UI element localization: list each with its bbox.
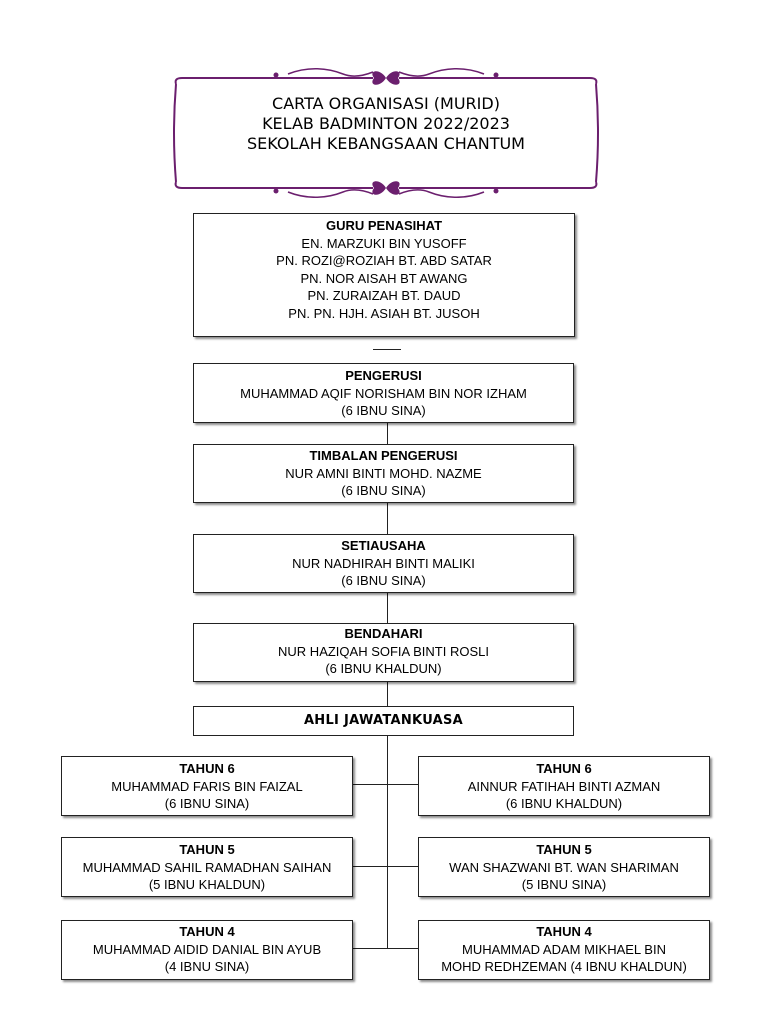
member-name: MUHAMMAD SAHIL RAMADHAN SAIHAN [82,859,332,875]
committee-member-box: TAHUN 4 MUHAMMAD AIDID DANIAL BIN AYUB (… [61,920,353,980]
committee-member-box: TAHUN 5 MUHAMMAD SAHIL RAMADHAN SAIHAN (… [61,837,353,897]
member-class: (6 IBNU SINA) [164,796,250,811]
member-name: MUHAMMAD AIDID DANIAL BIN AYUB [92,941,322,957]
advisor-name: PN. ROZI@ROZIAH BT. ABD SATAR [276,253,492,268]
committee-title: AHLI JAWATANKUASA [303,713,464,728]
member-year: TAHUN 6 [179,761,235,776]
connector-pengerusi-timbalan [387,423,388,444]
member-class: (6 IBNU KHALDUN) [505,796,623,811]
advisor-separator [373,349,401,350]
member-name: MUHAMMAD ADAM MIKHAEL BIN [462,941,666,957]
officer-class: (6 IBNU SINA) [341,403,426,418]
committee-member-box: TAHUN 5 WAN SHAZWANI BT. WAN SHARIMAN (5… [418,837,710,897]
officer-name: NUR NADHIRAH BINTI MALIKI [292,555,475,571]
advisor-box: GURU PENASIHAT EN. MARZUKI BIN YUSOFF PN… [193,213,575,337]
officer-name: MUHAMMAD AQIF NORISHAM BIN NOR IZHAM [240,385,527,401]
officer-class: (6 IBNU SINA) [341,483,426,498]
branch-row-1 [352,784,418,785]
connector-setiausaha-bendahari [387,593,388,623]
member-class: (5 IBNU KHALDUN) [148,877,266,892]
member-year: TAHUN 4 [179,924,235,939]
committee-member-box: TAHUN 6 MUHAMMAD FARIS BIN FAIZAL (6 IBN… [61,756,353,816]
officer-box-timbalan-pengerusi: TIMBALAN PENGERUSI NUR AMNI BINTI MOHD. … [193,444,574,503]
member-year: TAHUN 6 [536,761,592,776]
member-class: MOHD REDHZEMAN (4 IBNU KHALDUN) [441,959,687,974]
committee-member-box: TAHUN 4 MUHAMMAD ADAM MIKHAEL BIN MOHD R… [418,920,710,980]
member-class: (4 IBNU SINA) [164,959,250,974]
advisor-name: PN. ZURAIZAH BT. DAUD [307,288,461,303]
officer-role: TIMBALAN PENGERUSI [309,448,458,463]
member-name: WAN SHAZWANI BT. WAN SHARIMAN [449,859,679,875]
committee-member-box: TAHUN 6 AINNUR FATIHAH BINTI AZMAN (6 IB… [418,756,710,816]
member-year: TAHUN 5 [536,842,592,857]
advisor-title: GURU PENASIHAT [325,218,443,233]
title-line-2: KELAB BADMINTON 2022/2023 [262,114,510,133]
member-name: MUHAMMAD FARIS BIN FAIZAL [111,778,303,794]
committee-trunk [387,736,388,949]
officer-role: PENGERUSI [345,368,422,383]
member-name: AINNUR FATIHAH BINTI AZMAN [467,778,661,794]
member-year: TAHUN 4 [536,924,592,939]
committee-title-box: AHLI JAWATANKUASA [193,706,574,736]
connector-timbalan-setiausaha [387,503,388,534]
officer-box-setiausaha: SETIAUSAHA NUR NADHIRAH BINTI MALIKI (6 … [193,534,574,593]
connector-bendahari-ajk [387,682,388,706]
officer-name: NUR HAZIQAH SOFIA BINTI ROSLI [278,643,489,659]
advisor-name: PN. NOR AISAH BT AWANG [300,270,468,286]
member-year: TAHUN 5 [179,842,235,857]
officer-box-pengerusi: PENGERUSI MUHAMMAD AQIF NORISHAM BIN NOR… [193,363,574,423]
branch-row-3 [352,948,418,949]
chart-title: CARTA ORGANISASI (MURID) KELAB BADMINTON… [176,94,596,154]
officer-role: SETIAUSAHA [341,538,426,553]
branch-row-2 [352,866,418,867]
advisor-name: EN. MARZUKI BIN YUSOFF [301,235,467,251]
officer-name: NUR AMNI BINTI MOHD. NAZME [285,465,482,481]
officer-class: (6 IBNU KHALDUN) [325,661,442,676]
officer-role: BENDAHARI [344,626,423,641]
title-ornamental-frame [173,68,599,198]
officer-box-bendahari: BENDAHARI NUR HAZIQAH SOFIA BINTI ROSLI … [193,623,574,682]
advisor-name: PN. PN. HJH. ASIAH BT. JUSOH [288,305,480,321]
officer-class: (6 IBNU SINA) [341,573,426,588]
member-class: (5 IBNU SINA) [521,877,607,892]
title-line-1: CARTA ORGANISASI (MURID) [272,94,500,113]
title-line-3: SEKOLAH KEBANGSAAN CHANTUM [247,134,525,153]
